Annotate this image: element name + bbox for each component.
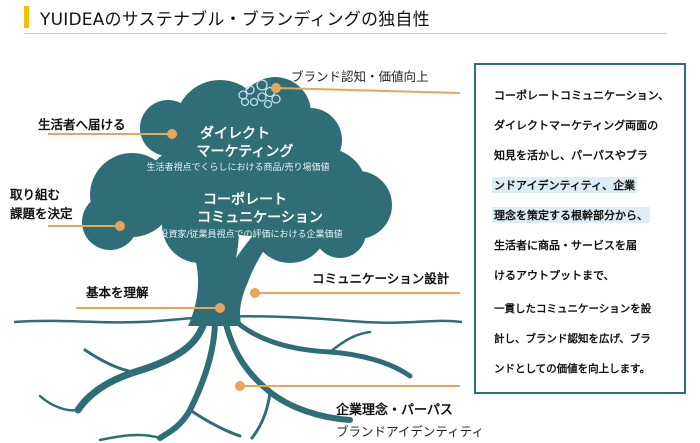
panel-line-7: けるアウトプットまで、 [494,269,615,282]
tree-roots [38,314,413,442]
label-brand-recognition: ブランド認知・価値向上 [291,69,429,84]
dm-title-1: ダイレクト [200,126,270,142]
panel-line-9: 計し、ブランド認知を広げ、ブラ [494,333,651,345]
label-deliver-to-consumers: 生活者へ届ける [38,117,126,132]
panel-line-6: 生活者に商品・サービスを届 [494,239,637,252]
label-philosophy: 企業理念・パーパス [336,403,453,418]
panel-line-5: 理念を策定する根幹部分から、 [492,207,650,223]
panel-line-3: 知見を活かし、パーパスやブラ [494,149,648,162]
tree-crown [82,77,392,263]
label-communication-design: コミュニケーション設計 [312,271,450,286]
cc-title-1: コーポレート [203,192,287,208]
title-divider [24,33,667,34]
description-panel: コーポレートコミュニケーション、 ダイレクトマーケティング両面の 知見を活かし、… [474,63,686,394]
panel-line-8: 一貫したコミュニケーションを設 [494,303,652,315]
panel-line-10: ンドとしての価値を向上します。 [494,363,651,375]
label-issue-line2: 課題を決定 [10,206,73,221]
cc-subtitle: 投資家/従業員視点での評価における企業価値 [159,230,343,240]
cc-title-2: コミュニケーション [197,210,323,226]
panel-line-2: ダイレクトマーケティング両面の [494,119,659,132]
connector-lines [48,83,461,391]
title-accent-bar [24,6,29,28]
dm-subtitle: 生活者視点でくらしにおける商品/売り場価値 [146,163,330,173]
label-basic-understanding: 基本を理解 [86,285,149,300]
label-issue-line1: 取り組む [10,187,61,202]
panel-line-4: ンドアイデンティティ、企業 [492,177,638,193]
page-title: YUIDEAのサステナブル・ブランディングの独自性 [40,10,430,30]
ground-line [13,315,463,324]
label-brand-identity: ブランドアイデンティティ [336,424,484,439]
panel-line-1: コーポレートコミュニケーション、 [494,89,670,102]
dm-title-2: マーケティング [196,144,294,160]
